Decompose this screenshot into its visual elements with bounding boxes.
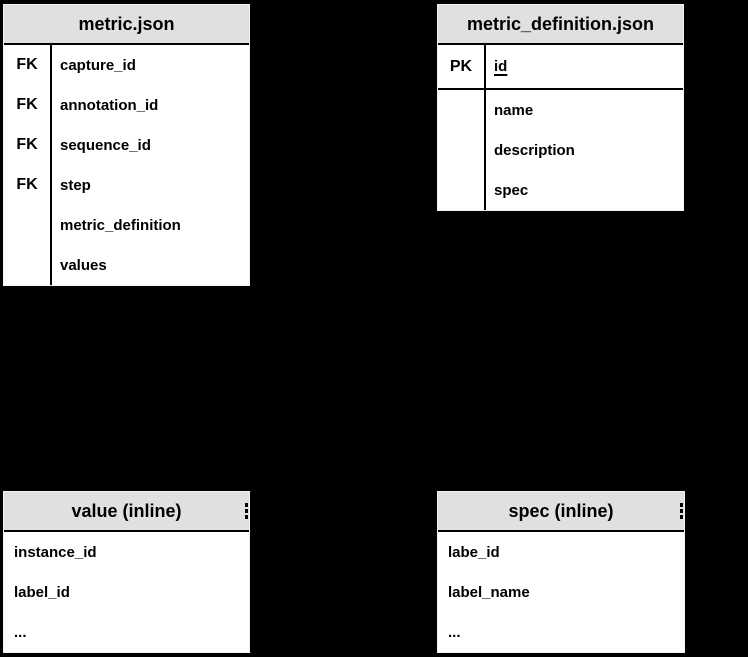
field-name: sequence_id — [60, 136, 151, 154]
entity-header: spec (inline) — [438, 492, 684, 532]
field-name: metric_definition — [60, 216, 181, 234]
table-row: values — [4, 245, 249, 285]
field-name: label_id — [14, 583, 70, 601]
entity-metric-definition-json: metric_definition.json PK id name descri… — [437, 4, 684, 211]
entity-metric-json: metric.json FK capture_id FK annotation_… — [3, 4, 250, 286]
field-name: description — [494, 141, 575, 159]
table-row: labe_id — [438, 532, 684, 572]
table-row: instance_id — [4, 532, 249, 572]
key-badge: PK — [438, 45, 486, 88]
entity-body: FK capture_id FK annotation_id FK sequen… — [4, 45, 249, 285]
entity-title: metric_definition.json — [466, 13, 655, 34]
field-name: name — [494, 101, 534, 119]
field-name: capture_id — [60, 56, 136, 74]
entity-title: metric.json — [78, 13, 175, 34]
entity-body: labe_id label_name ... — [438, 532, 684, 652]
entity-title: spec (inline) — [508, 500, 614, 521]
table-row: label_name — [438, 572, 684, 612]
entity-header: metric.json — [4, 5, 249, 45]
field-name: values — [60, 256, 107, 274]
vertical-ellipsis-icon — [245, 503, 248, 519]
table-row: name — [438, 90, 683, 130]
key-badge — [438, 170, 486, 210]
table-row-primary-key: PK id — [438, 45, 683, 90]
field-name: ... — [14, 623, 27, 641]
key-badge — [438, 130, 486, 170]
entity-header: value (inline) — [4, 492, 249, 532]
field-name: id — [486, 45, 683, 88]
field-name: label_name — [448, 583, 530, 601]
entity-value-inline: value (inline) instance_id label_id ... — [3, 491, 250, 653]
table-row: FK capture_id — [4, 45, 249, 85]
key-badge — [4, 205, 52, 245]
key-badge — [4, 245, 52, 285]
key-badge: FK — [4, 85, 52, 125]
table-row: ... — [438, 612, 684, 652]
table-row: description — [438, 130, 683, 170]
vertical-ellipsis-icon — [680, 503, 683, 519]
table-row: spec — [438, 170, 683, 210]
entity-body: instance_id label_id ... — [4, 532, 249, 652]
field-name: step — [60, 176, 91, 194]
key-badge: FK — [4, 45, 52, 85]
field-name: spec — [494, 181, 529, 199]
field-name: instance_id — [14, 543, 97, 561]
entity-header: metric_definition.json — [438, 5, 683, 45]
entity-title: value (inline) — [71, 500, 182, 521]
table-row: FK step — [4, 165, 249, 205]
entity-spec-inline: spec (inline) labe_id label_name ... — [437, 491, 685, 653]
key-badge: FK — [4, 125, 52, 165]
field-name: labe_id — [448, 543, 500, 561]
entity-body: PK id name description spec — [438, 45, 683, 210]
table-row: FK annotation_id — [4, 85, 249, 125]
key-badge: FK — [4, 165, 52, 205]
key-badge — [438, 90, 486, 130]
primary-key-field: id — [494, 58, 508, 75]
table-row: metric_definition — [4, 205, 249, 245]
table-row: FK sequence_id — [4, 125, 249, 165]
field-name: ... — [448, 623, 461, 641]
table-row: ... — [4, 612, 249, 652]
table-row: label_id — [4, 572, 249, 612]
field-name: annotation_id — [60, 96, 159, 114]
